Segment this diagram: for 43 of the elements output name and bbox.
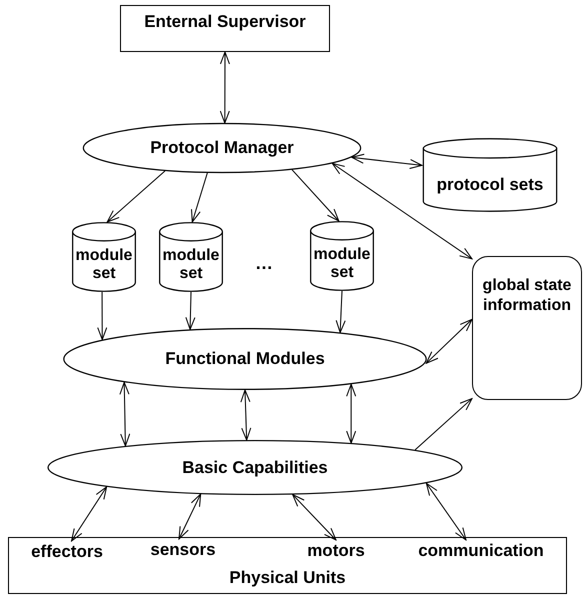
process-ellipse	[46, 440, 464, 495]
arrow	[119, 382, 130, 446]
process-ellipse	[82, 123, 362, 173]
node-label: Basic Capabilities	[182, 456, 328, 479]
unit-label: motors	[306, 540, 366, 562]
arrow	[106, 170, 166, 222]
node-label: protocol sets	[436, 174, 544, 196]
arrow	[426, 482, 466, 540]
arrow	[292, 169, 340, 222]
arrow	[346, 384, 356, 444]
arrow	[426, 318, 472, 364]
unit-label: sensors	[149, 539, 217, 562]
node-label: Functional Modules	[165, 348, 325, 370]
arrow	[71, 486, 108, 542]
arrow	[240, 390, 252, 441]
arrow	[220, 52, 230, 124]
ellipsis-label: …	[255, 252, 273, 275]
state-box	[472, 256, 582, 400]
node-label: Enternal Supervisor	[144, 11, 306, 33]
unit-label: effectors	[30, 541, 104, 564]
storage-cylinder	[72, 222, 136, 292]
arrow	[351, 154, 422, 169]
arrow	[191, 172, 208, 222]
storage-cylinder	[422, 138, 558, 212]
arrow	[292, 494, 336, 540]
storage-cylinder	[159, 222, 223, 292]
arrow	[414, 398, 472, 450]
arrow	[336, 290, 346, 334]
supervisor-box	[120, 5, 330, 52]
arrow	[178, 494, 202, 540]
process-ellipse	[62, 328, 428, 390]
arrow	[185, 292, 196, 330]
node-label: module set	[162, 247, 220, 283]
arrow	[332, 162, 472, 260]
arrow	[97, 292, 108, 340]
node-label: module set	[74, 247, 134, 283]
node-label: Protocol Manager	[150, 137, 294, 160]
node-label: module set	[312, 246, 372, 282]
node-label: global state information	[482, 276, 572, 316]
storage-cylinder	[310, 221, 374, 291]
node-label: Physical Units	[229, 566, 346, 588]
unit-label: communication	[417, 540, 545, 562]
physical-units-box	[8, 537, 567, 594]
